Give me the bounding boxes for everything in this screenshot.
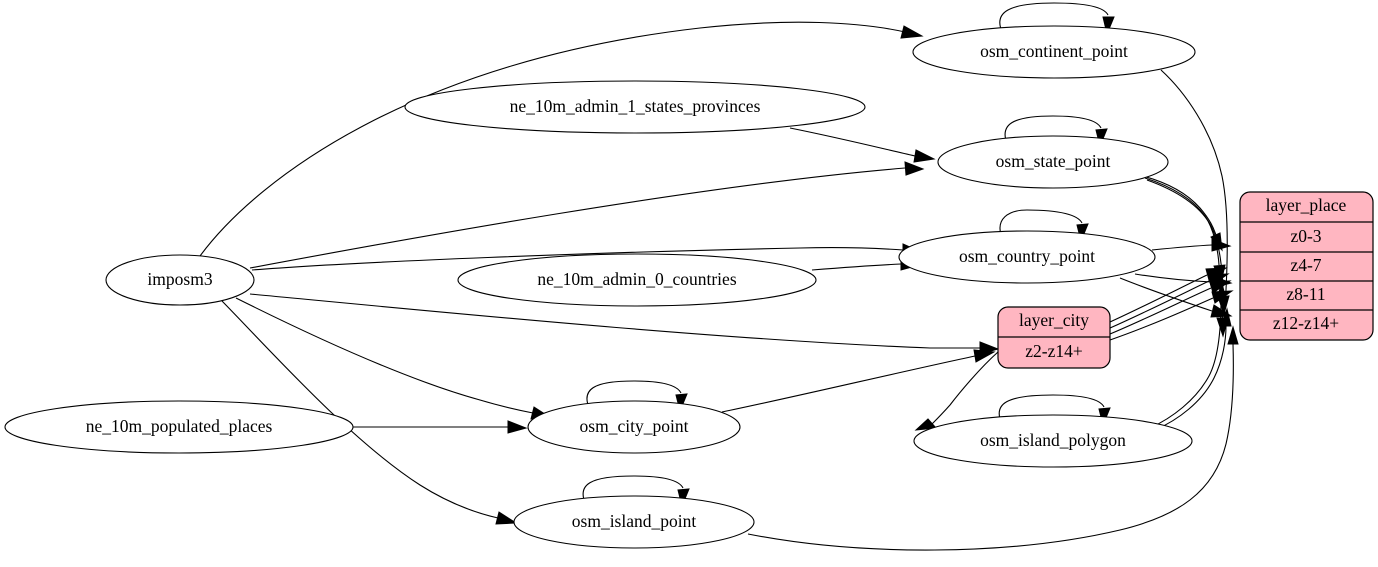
edge-osm_state_point-to-layer_place_1 bbox=[1142, 175, 1223, 252]
node-osm_island_point[interactable]: osm_island_point bbox=[513, 495, 755, 549]
edge-osm_city_point-to-layer_city bbox=[721, 349, 996, 413]
node-osm_state_point[interactable]: osm_state_point bbox=[937, 135, 1169, 189]
node-label-ne_10m_admin_1_states_provinces: ne_10m_admin_1_states_provinces bbox=[510, 96, 761, 116]
edge-osm_island_polygon-to-layer_place_2 bbox=[1154, 307, 1232, 431]
node-osm_city_point[interactable]: osm_city_point bbox=[527, 400, 741, 454]
edge-osm_island_polygon-to-layer_place_1 bbox=[1149, 281, 1227, 429]
node-label-osm_city_point: osm_city_point bbox=[580, 416, 689, 436]
node-osm_island_polygon[interactable]: osm_island_polygon bbox=[913, 414, 1193, 468]
edge-ne_10m_populated_places-to-osm_city_point bbox=[353, 420, 528, 434]
node-osm_continent_point[interactable]: osm_continent_point bbox=[912, 25, 1196, 79]
node-label-ne_10m_populated_places: ne_10m_populated_places bbox=[86, 416, 273, 436]
node-label-osm_island_point: osm_island_point bbox=[572, 511, 697, 531]
node-label-ne_10m_admin_0_countries: ne_10m_admin_0_countries bbox=[537, 269, 736, 289]
edge-layer_city-to-layer_place_4 bbox=[1109, 290, 1234, 341]
node-ne_10m_admin_0_countries[interactable]: ne_10m_admin_0_countries bbox=[457, 253, 817, 307]
layer_place-row-z8-11[interactable]: z8-11 bbox=[1286, 284, 1325, 304]
node-ne_10m_populated_places[interactable]: ne_10m_populated_places bbox=[4, 400, 354, 454]
node-label-osm_state_point: osm_state_point bbox=[996, 151, 1111, 171]
edge-imposm3-to-osm_city_point bbox=[235, 297, 553, 420]
node-osm_country_point[interactable]: osm_country_point bbox=[898, 230, 1156, 284]
layer_place-header: layer_place bbox=[1266, 195, 1347, 215]
edge-imposm3-to-osm_state_point bbox=[249, 161, 925, 269]
edge-osm_island_point-to-layer_place bbox=[747, 325, 1239, 551]
node-imposm3[interactable]: imposm3 bbox=[105, 254, 255, 306]
edge-layer_city-to-layer_place_3 bbox=[1109, 280, 1232, 335]
edge-imposm3-to-osm_continent_point bbox=[199, 21, 924, 257]
layer_place-row-z4-7[interactable]: z4-7 bbox=[1290, 255, 1321, 275]
edge-osm_country_point-to-layer_place_1 bbox=[1151, 238, 1232, 252]
node-label-osm_island_polygon: osm_island_polygon bbox=[980, 430, 1126, 450]
edge-self-osm_continent_point bbox=[999, 2, 1115, 36]
edge-ne_10m_admin_1_states_provinces-to-osm_state_point bbox=[789, 127, 936, 163]
node-layer_place[interactable]: layer_place z0-3 z4-7 z8-11 z12-z14+ bbox=[1239, 191, 1374, 341]
node-label-imposm3: imposm3 bbox=[147, 269, 212, 289]
layer_place-row-z12-z14plus[interactable]: z12-z14+ bbox=[1273, 313, 1339, 333]
layer_city-row-z2-z14plus[interactable]: z2-z14+ bbox=[1025, 341, 1083, 361]
node-label-osm_country_point: osm_country_point bbox=[959, 246, 1095, 266]
layer_place-row-z0-3[interactable]: z0-3 bbox=[1290, 226, 1321, 246]
node-label-osm_continent_point: osm_continent_point bbox=[980, 41, 1128, 61]
node-ne_10m_admin_1_states_provinces[interactable]: ne_10m_admin_1_states_provinces bbox=[404, 80, 866, 134]
node-layer_city[interactable]: layer_city z2-z14+ bbox=[997, 306, 1111, 369]
layer_city-header: layer_city bbox=[1019, 310, 1089, 330]
edge-layer_city-to-osm_island_polygon bbox=[914, 351, 999, 431]
edge-imposm3-to-osm_island_point bbox=[221, 300, 518, 525]
